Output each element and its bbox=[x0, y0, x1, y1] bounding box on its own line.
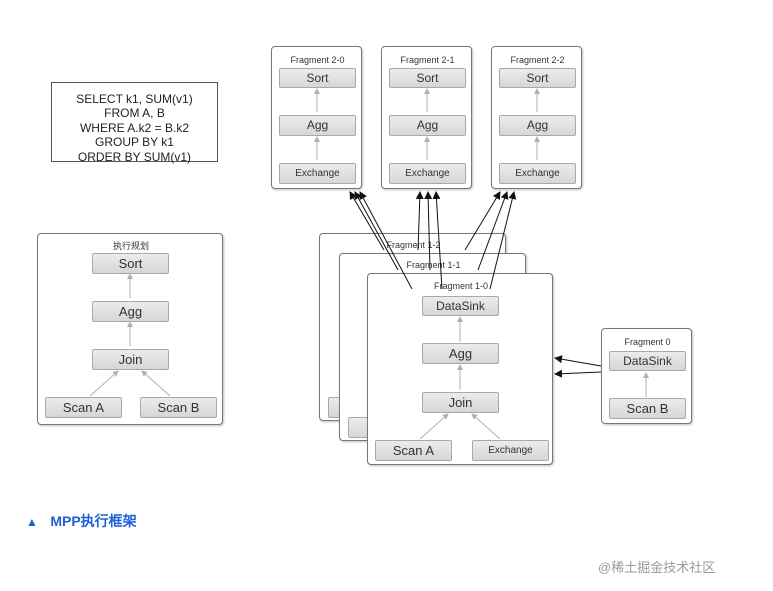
sql-line: ORDER BY SUM(v1) bbox=[77, 149, 192, 164]
fragment-2-0-box: Fragment 2-0 Sort Agg Exchange bbox=[271, 46, 362, 189]
fragment-agg-node: Agg bbox=[389, 115, 466, 136]
sql-line: SELECT k1, SUM(v1) bbox=[76, 92, 193, 106]
plan-sort-node: Sort bbox=[92, 253, 169, 274]
fragment-sort-node: Sort bbox=[499, 68, 576, 88]
fragment-title: Fragment 0 bbox=[624, 337, 671, 347]
fragment-datasink-node: DataSink bbox=[422, 296, 499, 316]
sql-line: WHERE A.k2 = B.k2 bbox=[79, 120, 190, 135]
sql-query-box: SELECT k1, SUM(v1) FROM A, B WHERE A.k2 … bbox=[51, 82, 218, 164]
fragment-join-node: Join bbox=[422, 392, 499, 413]
fragment-2-2-box: Fragment 2-2 Sort Agg Exchange bbox=[491, 46, 582, 189]
fragment-datasink-node: DataSink bbox=[609, 351, 686, 371]
fragment-title: Fragment 1-0 bbox=[433, 281, 489, 291]
fragment-agg-node: Agg bbox=[279, 115, 356, 136]
plan-agg-node: Agg bbox=[92, 301, 169, 322]
fragment-sort-node: Sort bbox=[389, 68, 466, 88]
fragment-1-0-box: Fragment 1-0 DataSink Agg Join Scan A Ex… bbox=[367, 273, 553, 465]
fragment-scan-b-node: Scan B bbox=[609, 398, 686, 419]
triangle-up-icon: ▲ bbox=[26, 515, 38, 529]
plan-join-node: Join bbox=[92, 349, 169, 370]
watermark: @稀土掘金技术社区 bbox=[598, 560, 716, 575]
fragment-2-1-box: Fragment 2-1 Sort Agg Exchange bbox=[381, 46, 472, 189]
fragment-0-box: Fragment 0 DataSink Scan B bbox=[601, 328, 692, 424]
sql-line: GROUP BY k1 bbox=[95, 135, 174, 150]
fragment-exchange-node: Exchange bbox=[472, 440, 549, 461]
fragment-scan-a-node: Scan A bbox=[375, 440, 452, 461]
plan-scan-b-node: Scan B bbox=[140, 397, 217, 418]
fragment-exchange-node: Exchange bbox=[499, 163, 576, 184]
fragment-title: Fragment 1-1 bbox=[406, 260, 461, 270]
fragment-title: Fragment 2-1 bbox=[400, 55, 455, 65]
fragment-agg-node: Agg bbox=[422, 343, 499, 364]
fragment-sort-node: Sort bbox=[279, 68, 356, 88]
fragment-title: Fragment 1-2 bbox=[386, 240, 441, 250]
caption: ▲ MPP执行框架 bbox=[26, 511, 137, 531]
arrow-f0-to-f1a bbox=[554, 355, 602, 367]
arrow-f0-to-f1b bbox=[554, 369, 602, 378]
execution-plan-box: 执行规划 Sort Agg Join Scan A Scan B bbox=[37, 233, 223, 425]
fragment-exchange-node: Exchange bbox=[279, 163, 356, 184]
fragment-exchange-node: Exchange bbox=[389, 163, 466, 184]
hidden-node-edge bbox=[348, 417, 368, 438]
caption-text: MPP执行框架 bbox=[50, 513, 137, 529]
sql-line: FROM A, B bbox=[104, 106, 165, 121]
plan-title: 执行规划 bbox=[112, 241, 149, 251]
fragment-agg-node: Agg bbox=[499, 115, 576, 136]
fragment-title: Fragment 2-2 bbox=[510, 55, 565, 65]
plan-scan-a-node: Scan A bbox=[45, 397, 122, 418]
fragment-title: Fragment 2-0 bbox=[290, 55, 345, 65]
